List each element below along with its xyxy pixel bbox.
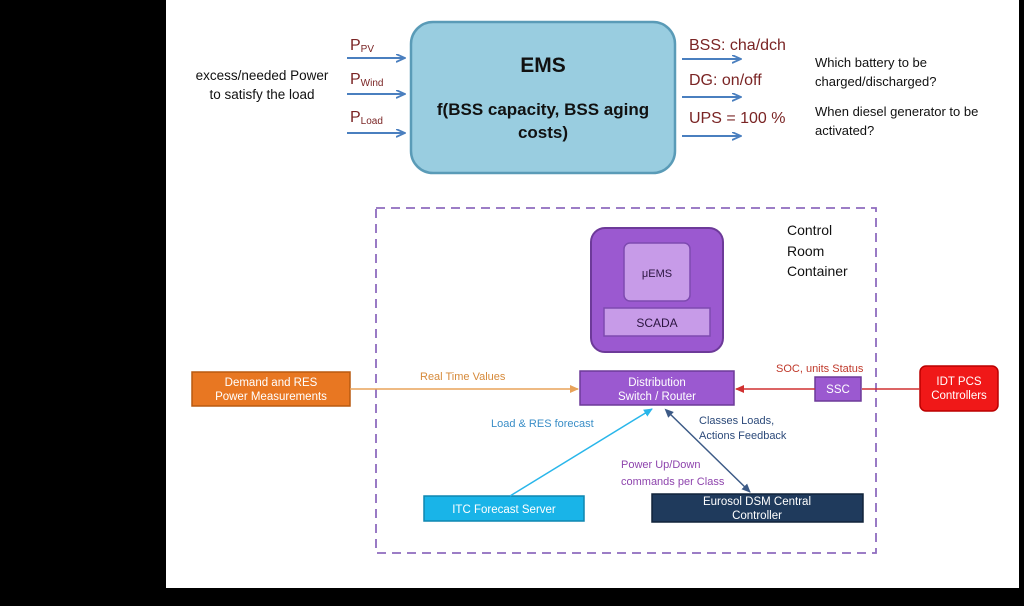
container-label-2: Room (787, 243, 824, 259)
output-dg: DG: on/off (689, 72, 762, 89)
question-battery-2: charged/discharged? (815, 74, 936, 89)
label-soc: SOC, units Status (776, 363, 864, 375)
idt-box (919, 365, 999, 412)
output-ups: UPS = 100 % (689, 110, 786, 127)
input-ppv: PPV (347, 37, 404, 58)
ems-func-line-1: f(BSS capacity, BSS aging (437, 100, 649, 119)
label-power-2: commands per Class (621, 476, 725, 488)
router-box (579, 370, 735, 406)
load-text-line-1: excess/needed Power (196, 68, 329, 83)
router-line-1: Distribution (628, 377, 686, 389)
itc-label: ITC Forecast Server (452, 504, 556, 516)
question-diesel-1: When diesel generator to be (815, 104, 978, 119)
label-classes-2: Actions Feedback (699, 430, 787, 442)
eurosol-line-2: Controller (732, 510, 782, 522)
idt-line-2: Controllers (931, 390, 987, 402)
svg-text:PLoad: PLoad (350, 109, 383, 127)
ppv-sub: PV (361, 44, 375, 55)
scada-label: SCADA (636, 316, 677, 330)
router-line-2: Switch / Router (618, 391, 696, 403)
input-pload: PLoad (347, 109, 404, 133)
ppv-main: P (350, 37, 361, 54)
itc-box (423, 495, 585, 522)
ems-title: EMS (520, 54, 566, 77)
ems-func-line-2: costs) (518, 123, 568, 142)
demand-line-1: Demand and RES (225, 377, 318, 389)
control-room-container (375, 207, 877, 554)
ssc-label: SSC (826, 384, 850, 396)
container-label-1: Control (787, 222, 832, 238)
demand-box (191, 371, 351, 407)
arrow-router-eurosol (664, 408, 751, 493)
uems-box (623, 242, 691, 302)
demand-line-2: Power Measurements (215, 391, 327, 403)
pwind-sub: Wind (361, 78, 384, 89)
ssc-box (814, 376, 862, 402)
label-power-1: Power Up/Down (621, 459, 700, 471)
pwind-main: P (350, 71, 361, 88)
label-load-res: Load & RES forecast (491, 418, 594, 430)
svg-text:PWind: PWind (350, 71, 383, 89)
input-pwind: PWind (347, 71, 404, 94)
uems-label: μEMS (642, 268, 672, 280)
eurosol-box (651, 493, 864, 523)
scada-box (603, 307, 711, 337)
container-label-3: Container (787, 263, 848, 279)
question-diesel-2: activated? (815, 123, 874, 138)
arrow-itc-router (509, 408, 653, 497)
idt-line-1: IDT PCS (936, 376, 981, 388)
svg-text:PPV: PPV (350, 37, 374, 55)
output-bss: BSS: cha/dch (689, 37, 786, 54)
pload-main: P (350, 109, 361, 126)
eurosol-line-1: Eurosol DSM Central (703, 496, 811, 508)
load-text-line-2: to satisfy the load (209, 87, 314, 102)
pload-sub: Load (361, 116, 383, 127)
question-battery-1: Which battery to be (815, 55, 927, 70)
label-real-time: Real Time Values (420, 371, 506, 383)
label-classes-1: Classes Loads, (699, 415, 774, 427)
ems-box (409, 20, 677, 175)
